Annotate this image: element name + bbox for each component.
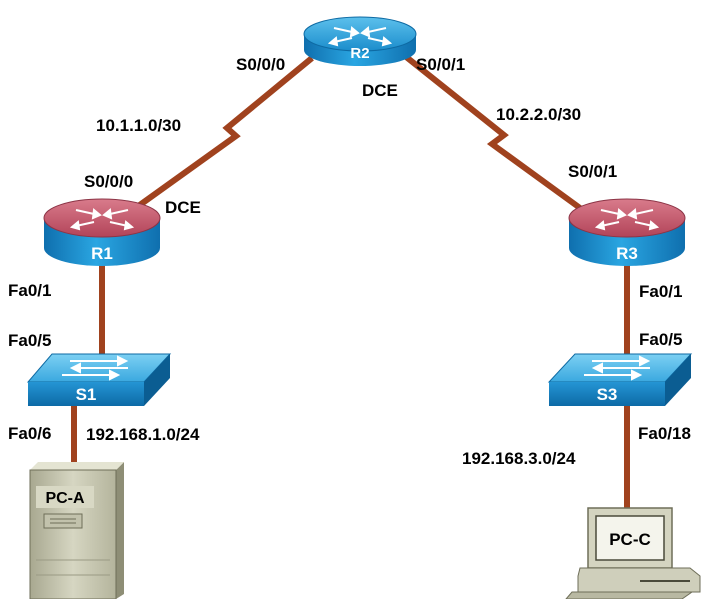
interface-label-r2-s001: S0/0/1 <box>416 55 466 74</box>
links <box>71 53 630 510</box>
switch-arrows-icon <box>62 355 129 381</box>
device-label: PC-A <box>45 490 85 507</box>
interface-label-r3-s001: S0/0/1 <box>568 162 618 181</box>
serial-link-r2-r3 <box>403 53 582 211</box>
pc-a-case-top <box>30 462 124 470</box>
network-label-r2-r3: 10.2.2.0/30 <box>496 105 582 124</box>
pc-a-name-panel <box>36 486 94 508</box>
serial-link-r1-r2 <box>128 55 314 215</box>
pc-a-case-side <box>116 462 124 599</box>
router-arrows-icon <box>69 208 135 231</box>
interface-label-s1-fa05: Fa0/5 <box>8 331 52 350</box>
device-label: S1 <box>76 385 97 404</box>
pc-c-keyboard <box>565 591 694 599</box>
device-label: PC-C <box>609 530 651 549</box>
router-arrows-icon <box>327 26 393 47</box>
pc-a[interactable]: PC-A <box>29 462 124 599</box>
device-label: R2 <box>350 45 369 62</box>
switch-s1-side <box>144 354 170 406</box>
network-label-lan-c: 192.168.3.0/24 <box>462 449 576 468</box>
pc-c-screen <box>595 515 665 561</box>
interface-label-r1-fa01: Fa0/1 <box>8 281 52 300</box>
device-label: S3 <box>597 385 618 404</box>
switch-arrows-icon <box>584 355 651 381</box>
dce-label-r2: DCE <box>362 81 398 100</box>
router-r3[interactable]: R3 <box>568 198 686 266</box>
interface-label-r1-s000: S0/0/0 <box>84 172 134 191</box>
router-arrows-icon <box>594 208 660 231</box>
switch-s1[interactable]: S1 <box>26 353 172 406</box>
interface-label-r2-s000: S0/0/0 <box>236 55 286 74</box>
interface-label-s3-fa018: Fa0/18 <box>638 424 691 443</box>
device-label: R3 <box>616 244 638 263</box>
dce-label-r1: DCE <box>165 198 201 217</box>
switch-s1-front <box>28 382 144 406</box>
network-label-lan-a: 192.168.1.0/24 <box>86 425 200 444</box>
switch-s3-front <box>549 382 665 406</box>
interface-label-s1-fa06: Fa0/6 <box>8 424 52 443</box>
router-r3-top <box>568 198 686 238</box>
device-label: R1 <box>91 244 113 263</box>
router-r2[interactable]: R2 <box>303 16 417 66</box>
interface-label-s3-fa05: Fa0/5 <box>639 330 683 349</box>
switch-s3[interactable]: S3 <box>547 353 693 406</box>
network-label-r1-r2: 10.1.1.0/30 <box>96 116 182 135</box>
pc-a-drive-bay <box>43 513 83 529</box>
pc-c-base-unit <box>577 567 701 593</box>
router-r1-top <box>43 198 161 238</box>
switch-s3-side <box>665 354 691 406</box>
router-r1[interactable]: R1 <box>43 198 161 266</box>
interface-label-r3-fa01: Fa0/1 <box>639 282 683 301</box>
pc-c[interactable]: PC-C <box>565 507 701 599</box>
